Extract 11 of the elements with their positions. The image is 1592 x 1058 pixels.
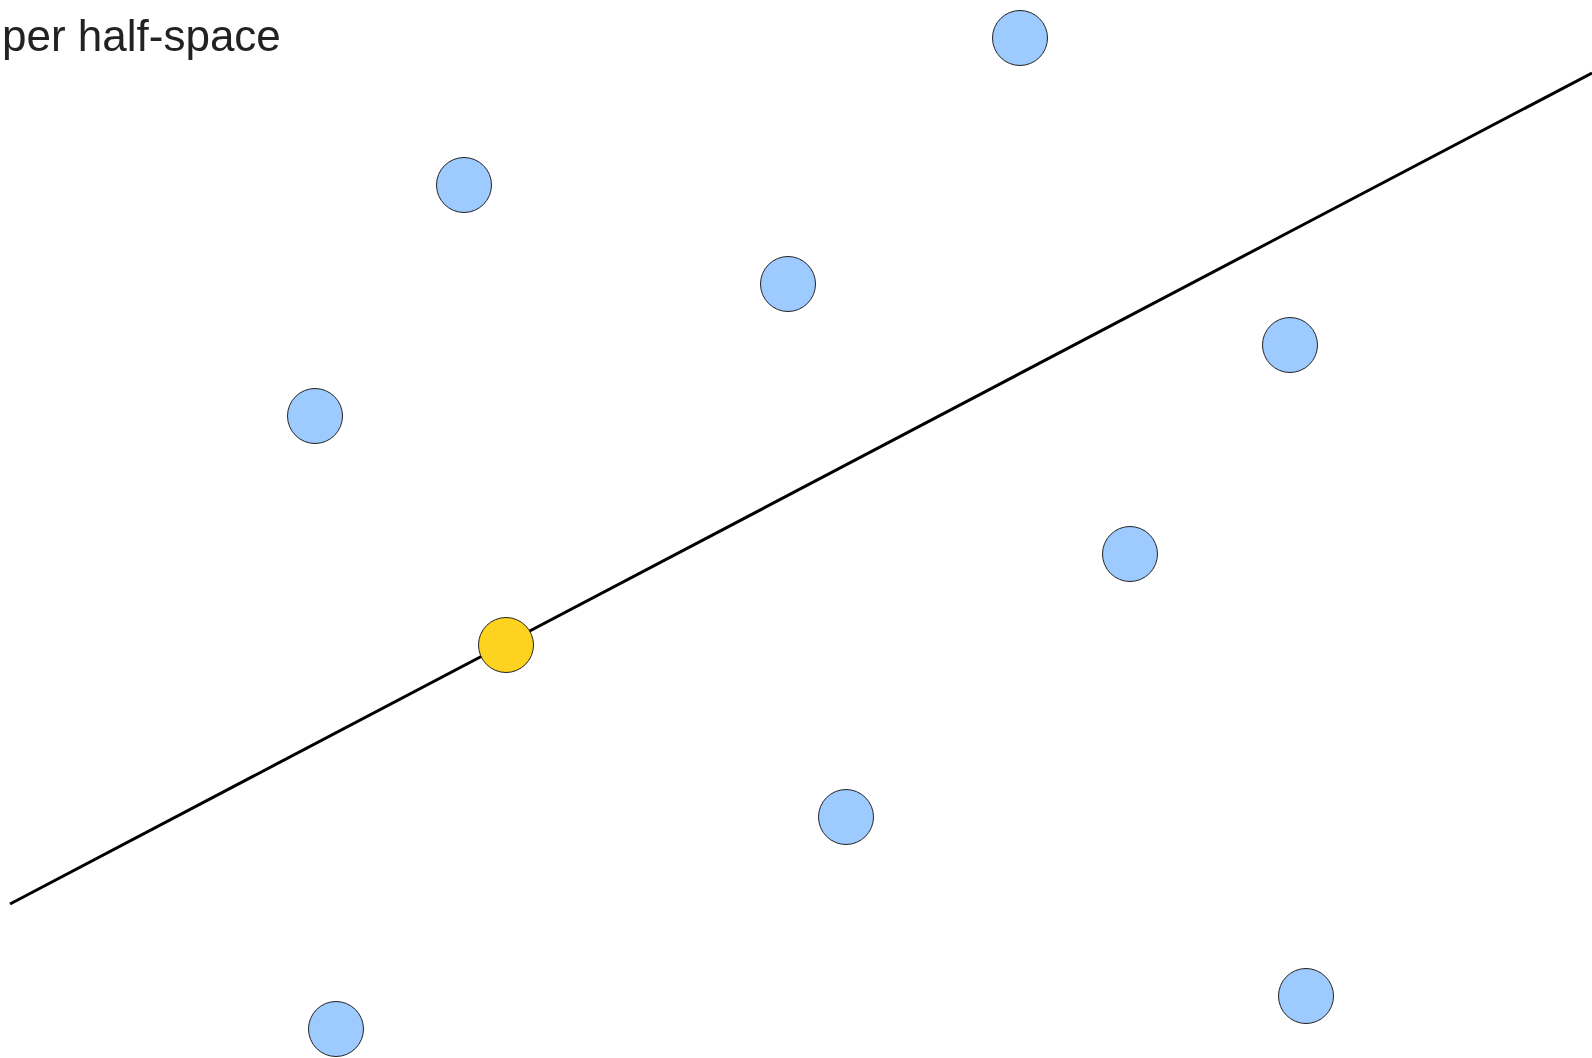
data-point (436, 157, 492, 213)
region-label: per half-space (2, 10, 281, 62)
data-point (308, 1001, 364, 1057)
data-point (992, 10, 1048, 66)
data-point (1262, 317, 1318, 373)
data-point (287, 388, 343, 444)
data-point (1102, 526, 1158, 582)
data-point (818, 789, 874, 845)
data-point (1278, 968, 1334, 1024)
data-point (760, 256, 816, 312)
data-point (478, 617, 534, 673)
